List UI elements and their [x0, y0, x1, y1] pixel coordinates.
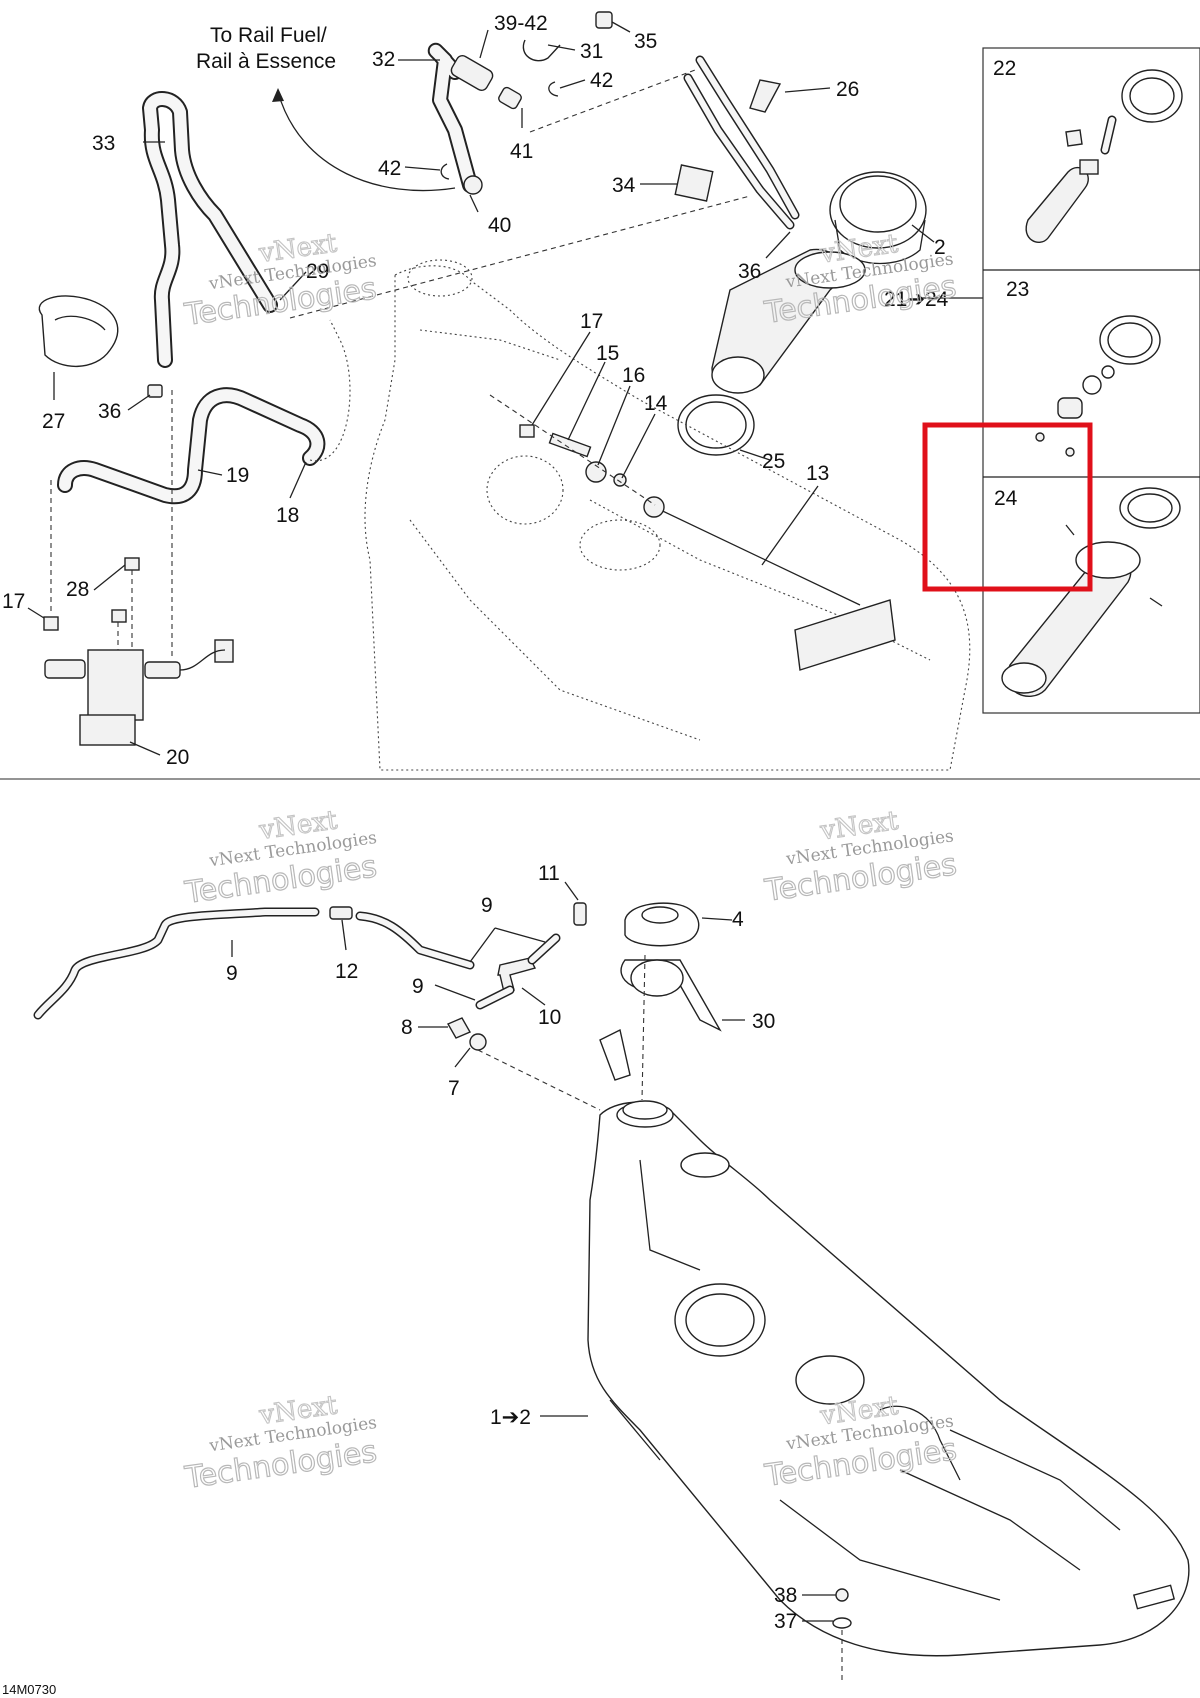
watermark-4: vNext vNext Technologies Technologies: [762, 805, 960, 909]
label-37: 37: [774, 1610, 797, 1633]
bottom-section: 11 9 4 9 12 9 10 30 8 7 1➔2 38 37 14M073…: [2, 862, 1190, 1697]
label-18: 18: [276, 504, 299, 527]
part-8: [447, 1017, 471, 1039]
box-22-label: 22: [993, 57, 1016, 80]
part-35: [595, 11, 613, 29]
label-28: 28: [66, 578, 89, 601]
part-16: [585, 461, 607, 483]
fuel-pump: [711, 248, 866, 394]
box-24-label: 24: [994, 487, 1018, 510]
part-36b: [147, 384, 163, 398]
bolts-28: [111, 557, 140, 650]
connector-39-42: [450, 54, 522, 110]
label-11: 11: [538, 862, 560, 885]
part-26: [749, 79, 782, 113]
label-13: 13: [806, 462, 829, 485]
label-25: 25: [762, 450, 785, 473]
hose-32: [427, 42, 483, 195]
label-35: 35: [634, 30, 657, 53]
label-33: 33: [92, 132, 115, 155]
tank-top-outline: [364, 259, 971, 771]
label-19: 19: [226, 464, 249, 487]
hose-9-long: [33, 906, 475, 1020]
label-32: 32: [372, 48, 395, 71]
label-42b: 42: [378, 157, 401, 180]
part-37: [832, 1617, 852, 1629]
leaders-top: [27, 21, 985, 756]
label-17a: 17: [580, 310, 603, 333]
top-section: To Rail Fuel/ Rail à Essence: [2, 11, 1200, 771]
fuel-tank: [587, 1100, 1190, 1657]
part-34: [674, 164, 714, 202]
box-23-parts: [1035, 315, 1161, 457]
bracket-30: [599, 959, 722, 1081]
label-12: 12: [335, 960, 358, 983]
hose-19: [57, 387, 326, 505]
inset-panel: 22 23 24: [982, 47, 1200, 714]
label-42a: 42: [590, 69, 613, 92]
box-23-label: 23: [1006, 278, 1029, 301]
label-30: 30: [752, 1010, 775, 1033]
dash-41: [529, 69, 696, 133]
pump-hose: [683, 55, 800, 230]
label-41: 41: [510, 140, 533, 163]
label-9b: 9: [226, 962, 238, 985]
label-9c: 9: [412, 975, 424, 998]
label-21-24: 21➔24: [884, 288, 949, 311]
label-17b: 17: [2, 590, 25, 613]
label-36b: 36: [98, 400, 121, 423]
part-11: [573, 902, 587, 926]
rail-arrow-head: [272, 88, 284, 102]
label-31: 31: [580, 40, 603, 63]
label-39-42: 39-42: [494, 12, 548, 35]
label-2: 2: [934, 236, 946, 259]
label-9a: 9: [481, 894, 493, 917]
watermark-3: vNext vNext Technologies Technologies: [182, 805, 380, 912]
box-22-parts: [1025, 69, 1183, 243]
rail-note-line2: Rail à Essence: [196, 50, 336, 73]
watermark-1: vNext vNext Technologies Technologies: [181, 228, 379, 334]
label-4: 4: [732, 908, 744, 931]
cap-4: [624, 902, 700, 947]
part-7: [469, 1033, 487, 1051]
rail-arrow: [277, 91, 456, 192]
watermark-5: vNext vNext Technologies Technologies: [182, 1390, 380, 1497]
label-36a: 36: [738, 260, 761, 283]
label-20: 20: [166, 746, 189, 769]
hose-33: [142, 91, 278, 368]
highlight-frame: [922, 422, 1093, 592]
label-40: 40: [488, 214, 511, 237]
label-1-2: 1➔2: [490, 1406, 531, 1429]
gauge-13: [643, 496, 896, 671]
part-15: [548, 432, 592, 458]
label-16: 16: [622, 364, 645, 387]
part-14: [613, 473, 627, 487]
label-34: 34: [612, 174, 636, 197]
label-38: 38: [774, 1584, 797, 1607]
part-27: [38, 295, 119, 368]
label-8: 8: [401, 1016, 413, 1039]
part-42a: [548, 81, 559, 97]
leaders-bottom: [231, 881, 836, 1622]
ring-2: [829, 171, 927, 265]
part-17a: [519, 424, 535, 438]
rail-note-line1: To Rail Fuel/: [210, 24, 327, 47]
label-26: 26: [836, 78, 859, 101]
part-38: [835, 1588, 849, 1602]
pump-20: [44, 639, 234, 746]
label-14: 14: [644, 392, 668, 415]
label-29: 29: [306, 260, 329, 283]
figure-code: 14M0730: [2, 1682, 56, 1697]
label-27: 27: [42, 410, 65, 433]
nut-17b: [43, 616, 59, 631]
dash-29: [289, 195, 751, 319]
label-15: 15: [596, 342, 619, 365]
part-42b: [440, 163, 450, 180]
label-7: 7: [448, 1077, 460, 1100]
part-31: [522, 39, 561, 62]
label-10: 10: [538, 1006, 561, 1029]
